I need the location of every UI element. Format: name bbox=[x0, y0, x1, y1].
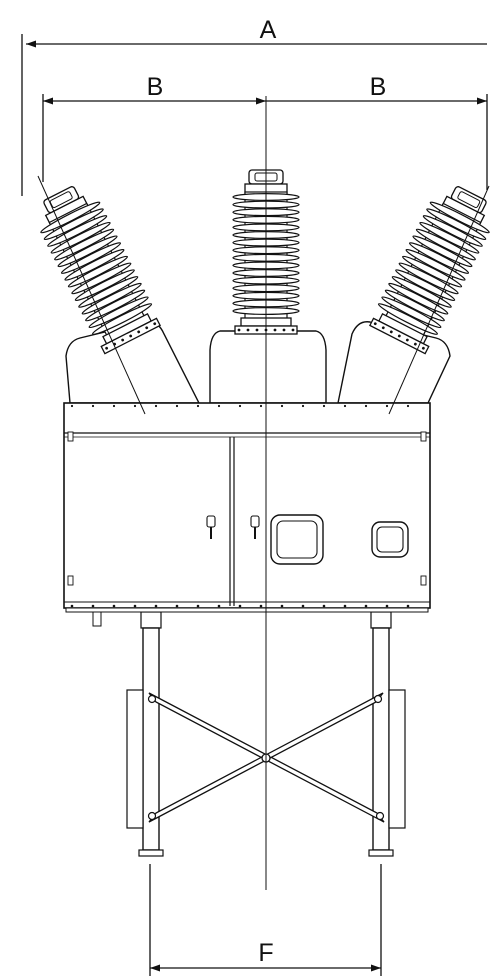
left-bushing bbox=[40, 186, 161, 355]
dimension-b-left: B bbox=[42, 73, 266, 182]
dimension-b-left-label: B bbox=[147, 73, 164, 101]
control-cabinet bbox=[63, 402, 431, 613]
center-lines bbox=[37, 96, 490, 890]
dimension-b-right-label: B bbox=[370, 73, 387, 101]
dimension-b-right: B bbox=[266, 73, 488, 190]
dimension-f-label: F bbox=[258, 939, 273, 967]
bushing-tanks bbox=[65, 321, 451, 404]
support-structure bbox=[92, 611, 406, 857]
dimension-f: F bbox=[149, 864, 382, 976]
right-bushing bbox=[369, 186, 490, 355]
dimension-a: A bbox=[21, 16, 487, 196]
dimension-a-label: A bbox=[260, 16, 277, 44]
